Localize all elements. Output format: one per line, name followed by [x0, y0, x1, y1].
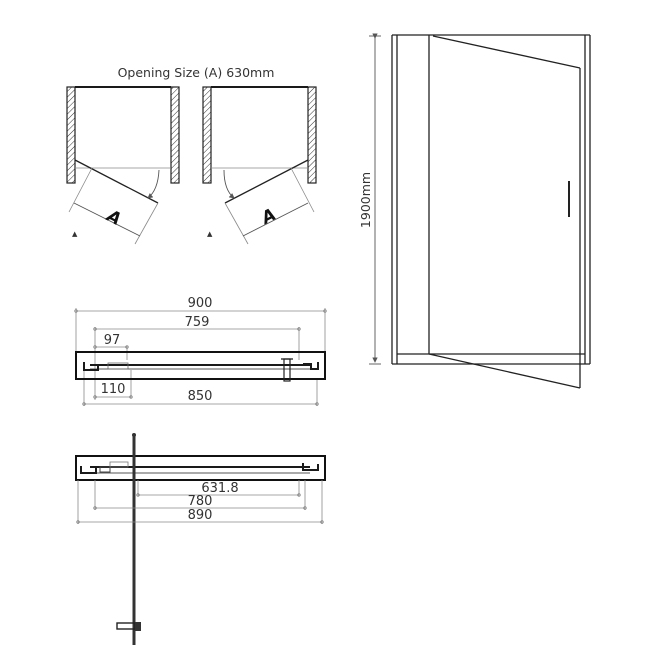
swing-arc	[147, 169, 160, 199]
dim-780: 780	[188, 494, 213, 509]
dim-890: 890	[188, 508, 213, 523]
open-door-panel	[224, 159, 309, 204]
right-wall	[307, 86, 317, 184]
left-wall	[202, 86, 212, 184]
profile-frame	[75, 351, 326, 380]
dim-631-8: 631.8	[201, 481, 238, 496]
door-top-edge	[432, 35, 581, 69]
svg-text:▲: ▲	[72, 230, 78, 238]
door-bottom-edge	[428, 353, 581, 389]
plan-view-title: Opening Size (A) 630mm	[118, 65, 275, 80]
right-wall	[170, 86, 180, 184]
dim-110: 110	[101, 382, 126, 397]
left-wall-channel	[83, 362, 110, 371]
door-label-a: A	[257, 205, 280, 230]
plan-left-hinge: A ▲	[66, 86, 180, 245]
front-elevation: 1900mm	[358, 33, 591, 389]
door-handle-section	[283, 358, 291, 382]
open-door-panel	[74, 159, 159, 204]
plan-right-hinge: A ▲	[202, 86, 317, 245]
svg-text:▲: ▲	[207, 230, 213, 238]
bottom-profile-section: 631.8 780 890	[75, 433, 326, 645]
profile-frame	[75, 455, 326, 481]
height-label: 1900mm	[358, 172, 373, 228]
left-wall	[66, 86, 76, 184]
right-wall-channel	[302, 463, 319, 471]
right-wall-channel	[303, 362, 319, 370]
dim-900: 900	[188, 296, 213, 311]
dim-97: 97	[104, 333, 121, 348]
left-wall-channel	[80, 466, 97, 474]
top-profile-section: 900 759 97 110 850	[74, 296, 327, 406]
door-handle	[116, 622, 136, 630]
swing-arc	[223, 169, 235, 199]
dim-850: 850	[188, 389, 213, 404]
dim-759: 759	[185, 315, 210, 330]
plan-view: Opening Size (A) 630mm A ▲	[66, 65, 317, 245]
handle-knob	[135, 622, 141, 631]
